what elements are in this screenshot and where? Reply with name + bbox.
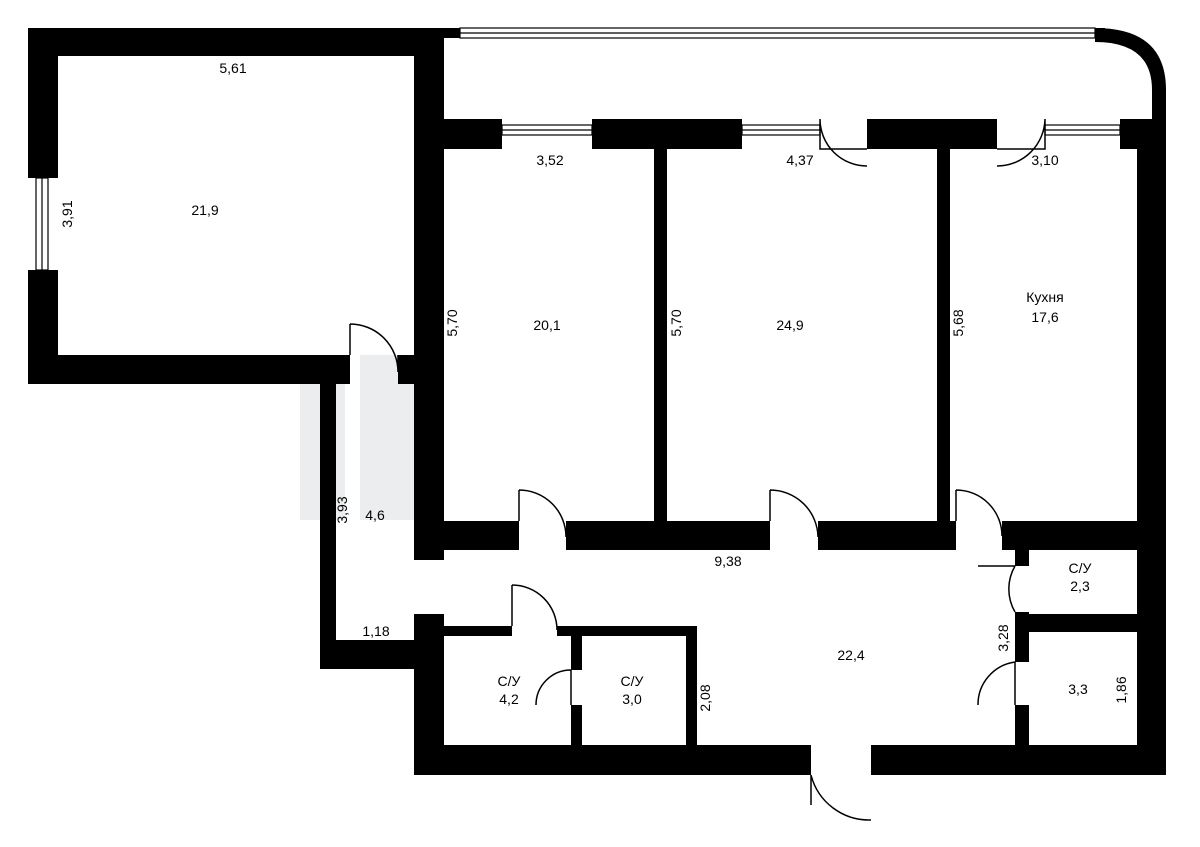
wc2-area: 4,2 — [499, 691, 519, 707]
wc3-area: 3,0 — [622, 691, 642, 707]
wc1-label: С/У — [1069, 560, 1092, 576]
wc2-label: С/У — [498, 673, 521, 689]
dim-3-93: 3,93 — [334, 496, 350, 523]
storage-area: 3,3 — [1068, 681, 1088, 697]
doors — [349, 118, 1046, 821]
dim-3-52: 3,52 — [536, 152, 563, 168]
dim-1-18: 1,18 — [362, 623, 389, 639]
dim-9-38: 9,38 — [714, 553, 741, 569]
dim-3-10: 3,10 — [1031, 152, 1058, 168]
corridor-small-area: 4,6 — [365, 507, 385, 523]
kitchen-label: Кухня — [1026, 289, 1063, 305]
hall-area: 22,4 — [837, 647, 864, 663]
dim-5-68: 5,68 — [950, 309, 966, 336]
dim-4-37: 4,37 — [786, 152, 813, 168]
windows — [35, 27, 1121, 271]
dim-3-91: 3,91 — [59, 200, 75, 227]
dim-3-28: 3,28 — [995, 624, 1011, 651]
room1-area: 21,9 — [191, 202, 218, 218]
kitchen-area: 17,6 — [1031, 309, 1058, 325]
dim-5-61: 5,61 — [219, 60, 246, 76]
dim-5-70-left: 5,70 — [444, 309, 460, 336]
wc1-area: 2,3 — [1070, 578, 1090, 594]
room2-area: 20,1 — [533, 317, 560, 333]
dim-5-70-mid: 5,70 — [668, 309, 684, 336]
wc3-label: С/У — [621, 673, 644, 689]
walls — [28, 28, 1166, 775]
dim-1-86: 1,86 — [1113, 676, 1129, 703]
room3-area: 24,9 — [776, 317, 803, 333]
dim-2-08: 2,08 — [697, 684, 713, 711]
